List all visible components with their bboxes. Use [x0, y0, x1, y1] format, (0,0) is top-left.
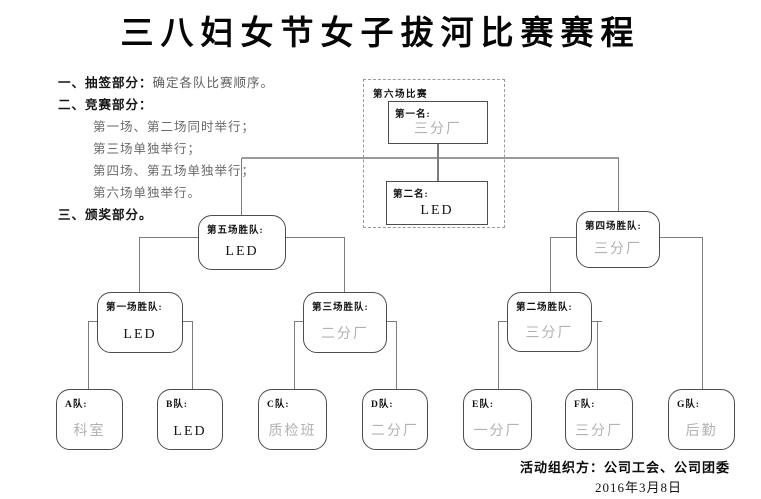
organizer-names: 公司工会、公司团委: [604, 460, 731, 475]
note-item-1-text: 确定各队比赛顺序。: [152, 76, 275, 90]
match5-winner-box: 第五场胜队: LED: [198, 215, 286, 270]
connector-line: [139, 237, 140, 292]
team-box-b: B队: LED: [157, 389, 223, 450]
connector-line: [344, 237, 345, 292]
match4-winner-label: 第四场胜队:: [585, 222, 642, 232]
team-c-label: C队:: [267, 400, 290, 410]
connector-line: [183, 321, 193, 322]
match4-winner-team: 三分厂: [594, 242, 642, 257]
team-b-name: LED: [173, 424, 207, 439]
first-place-label: 第一名:: [395, 110, 431, 120]
team-box-a: A队: 科室: [56, 389, 123, 450]
note-item-3: 三、颁奖部分。: [58, 204, 368, 226]
note-item-2-line: 第四场、第五场单独举行；: [93, 164, 256, 178]
team-g-label: G队:: [677, 400, 701, 410]
connector-line: [387, 321, 397, 322]
connector-line: [88, 321, 97, 322]
team-a-name: 科室: [73, 424, 106, 439]
connector-line: [550, 237, 576, 238]
match5-winner-team: LED: [225, 244, 259, 259]
note-item-2: 二、竞赛部分：: [58, 94, 368, 116]
team-f-name: 三分厂: [575, 424, 623, 439]
note-item-1: 一、抽签部分：确定各队比赛顺序。: [58, 72, 368, 94]
connector-line: [498, 321, 507, 322]
team-box-g: G队: 后勤: [668, 389, 735, 450]
event-date: 2016年3月8日: [595, 480, 683, 495]
team-c-name: 质检班: [268, 424, 317, 439]
connector-line: [597, 321, 598, 389]
second-place-label: 第二名:: [393, 190, 429, 200]
team-b-label: B队:: [166, 400, 189, 410]
connector-line: [396, 321, 397, 389]
note-item-2-line: 第六场单独举行。: [93, 186, 202, 200]
connector-line: [241, 158, 242, 215]
match2-winner-label: 第二场胜队:: [516, 303, 573, 313]
page-title: 三八妇女节女子拔河比赛赛程: [120, 16, 641, 52]
connector-line: [702, 237, 703, 389]
note-item-2-line: 第三场单独举行；: [93, 142, 202, 156]
match5-winner-label: 第五场胜队:: [207, 226, 264, 236]
second-place-team: LED: [420, 203, 454, 218]
team-d-name: 二分厂: [371, 424, 419, 439]
final-match-group: 第六场比赛: [363, 79, 505, 228]
team-a-label: A队:: [65, 400, 88, 410]
match3-winner-team: 二分厂: [321, 327, 369, 342]
connector-line: [139, 237, 198, 238]
match1-winner-box: 第一场胜队: LED: [97, 292, 183, 353]
final-match-group-label: 第六场比赛: [373, 90, 429, 100]
connector-line: [437, 144, 439, 182]
organizer-line: 活动组织方：公司工会、公司团委: [520, 457, 730, 476]
match3-winner-label: 第三场胜队:: [312, 303, 369, 313]
connector-line: [294, 321, 295, 389]
main-connector-line: [242, 157, 619, 159]
match2-winner-box: 第二场胜队: 三分厂: [507, 292, 592, 352]
team-box-e: E队: 一分厂: [463, 389, 532, 450]
team-box-f: F队: 三分厂: [565, 389, 633, 450]
connector-line: [498, 321, 499, 389]
second-place-box: 第二名: LED: [386, 181, 488, 225]
team-box-c: C队: 质检班: [258, 389, 327, 450]
team-f-label: F队:: [574, 400, 596, 410]
team-box-d: D队: 二分厂: [362, 389, 428, 450]
connector-line: [192, 321, 193, 389]
match2-winner-team: 三分厂: [525, 326, 574, 341]
connector-line: [88, 321, 89, 389]
note-item-1-label: 一、抽签部分：: [58, 76, 153, 90]
connector-line: [286, 237, 345, 238]
team-e-label: E队:: [472, 400, 495, 410]
match4-winner-box: 第四场胜队: 三分厂: [576, 211, 660, 268]
connector-line: [618, 158, 619, 211]
organizer-label: 活动组织方：: [520, 460, 605, 475]
connector-line: [550, 237, 551, 292]
first-place-team: 三分厂: [414, 122, 462, 137]
team-d-label: D队:: [371, 400, 394, 410]
match1-winner-label: 第一场胜队:: [106, 303, 163, 313]
notes-block: 一、抽签部分：确定各队比赛顺序。 二、竞赛部分： 第一场、第二场同时举行； 第三…: [58, 72, 368, 226]
team-e-name: 一分厂: [473, 424, 522, 439]
note-item-2-label: 二、竞赛部分：: [58, 98, 153, 112]
connector-line: [660, 237, 703, 238]
team-g-name: 后勤: [685, 424, 718, 439]
match1-winner-team: LED: [123, 327, 157, 342]
note-item-2-line: 第一场、第二场同时举行；: [93, 120, 256, 134]
note-item-3-label: 三、颁奖部分。: [58, 208, 153, 222]
first-place-box: 第一名: 三分厂: [388, 101, 488, 144]
match3-winner-box: 第三场胜队: 二分厂: [303, 292, 387, 353]
connector-line: [294, 321, 303, 322]
